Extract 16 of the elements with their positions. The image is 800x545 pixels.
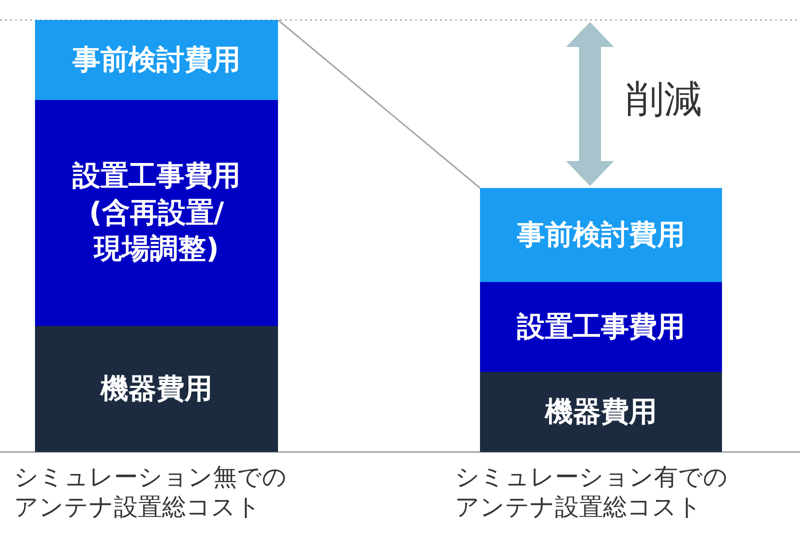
segment-label: 設置工事費用(含再設置/現場調整) [71,158,242,268]
cost-segment [480,372,722,452]
guide-line [278,19,480,189]
cost-segment [35,100,278,326]
segment-label: 機器費用 [100,370,212,407]
cost-segment [480,188,722,282]
reduction-label: 削減 [626,76,703,123]
segment-label: 設置工事費用 [517,308,685,345]
axis-category-label: シミュレーション無でのアンテナ設置総コスト [14,462,288,522]
segment-label: 事前検討費用 [517,216,685,253]
segment-label: 機器費用 [545,394,657,430]
segment-label: 事前検討費用 [72,42,240,78]
cost-segment [35,20,278,100]
cost-segment [480,282,722,372]
axis-category-label: シミュレーション有でのアンテナ設置総コスト [455,462,729,522]
cost-segment [35,326,278,452]
